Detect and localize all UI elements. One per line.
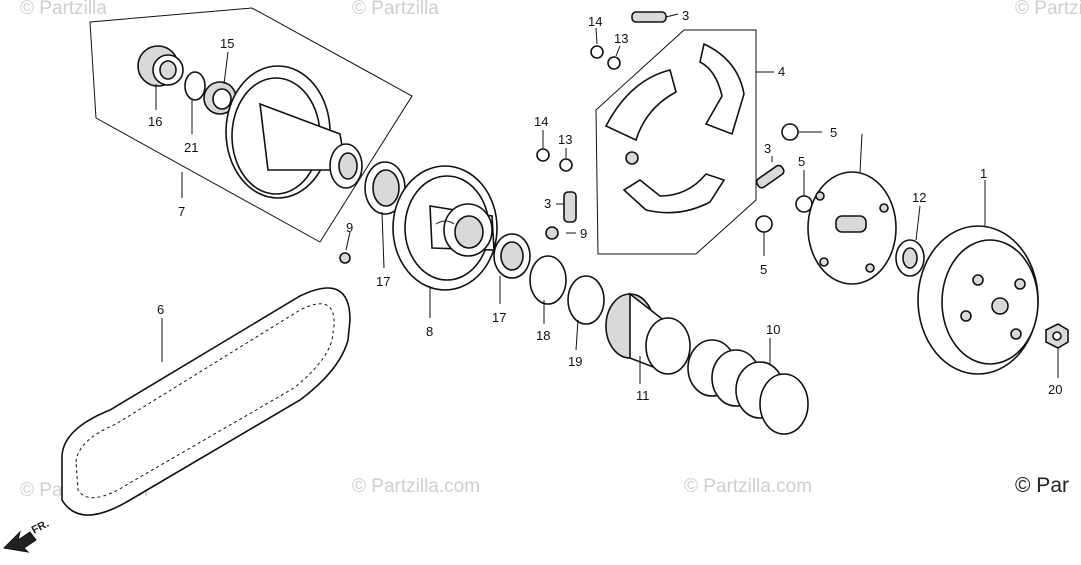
callout-14-top: 14 [588, 14, 602, 29]
callout-3-top: 3 [682, 8, 689, 23]
pin-9-lower [339, 252, 351, 264]
seal-collar-11 [605, 292, 691, 375]
callout-21: 21 [184, 140, 198, 155]
callout-1: 1 [980, 166, 987, 181]
callout-12: 12 [912, 190, 926, 205]
oil-seal-17-upper [364, 161, 406, 215]
callout-5-mid: 5 [798, 154, 805, 169]
callout-6: 6 [157, 302, 164, 317]
drive-plate-2 [807, 171, 897, 285]
callout-14-mid: 14 [534, 114, 548, 129]
o-ring-19 [567, 275, 605, 325]
callout-17-upper: 17 [376, 274, 390, 289]
nut-14-mid [536, 148, 550, 162]
watermark-bottom-center: © Partzilla.com [352, 476, 480, 497]
collar-5-top [781, 123, 799, 141]
callout-13-mid: 13 [558, 132, 572, 147]
o-ring-18 [529, 255, 567, 305]
group-outline-7 [89, 7, 413, 243]
shoe-spring-3-right [755, 164, 785, 189]
group-outline-4 [595, 29, 757, 255]
washer-13-mid [559, 158, 573, 172]
callout-18: 18 [536, 328, 550, 343]
callout-17-lower: 17 [492, 310, 506, 325]
bearing-15 [203, 81, 237, 115]
copyright-text: © Par [1015, 474, 1069, 497]
callout-9-upper: 9 [580, 226, 587, 241]
driven-face-7 [225, 65, 363, 199]
movable-driven-face-8 [392, 165, 498, 291]
callout-7: 7 [178, 204, 185, 219]
callout-8: 8 [426, 324, 433, 339]
oil-seal-17-lower [493, 233, 531, 279]
washer-13-top [607, 56, 621, 70]
direction-label: FR. [30, 518, 51, 537]
washer-12 [895, 239, 925, 277]
pin-9-upper [545, 226, 559, 240]
watermark-top-right: © Partzilla [1015, 0, 1081, 19]
watermark-top-center: © Partzilla [352, 0, 439, 19]
callout-4: 4 [778, 64, 785, 79]
callout-16: 16 [148, 114, 162, 129]
callout-13-top: 13 [614, 31, 628, 46]
collar-5-low [755, 215, 773, 233]
watermark-top-left: © Partzilla [20, 0, 107, 19]
drive-belt-6 [61, 287, 351, 516]
leader-lines [155, 13, 1059, 384]
callout-11: 11 [636, 388, 650, 403]
shoe-spring-3-mid [563, 191, 577, 223]
callout-20: 20 [1048, 382, 1062, 397]
callout-10: 10 [766, 322, 780, 337]
callout-19: 19 [568, 354, 582, 369]
callout-15: 15 [220, 36, 234, 51]
watermark-bottom-right: © Partzilla.com [684, 476, 812, 497]
driven-spring-10 [687, 339, 809, 435]
callout-3-right: 3 [764, 141, 771, 156]
callout-5-top: 5 [830, 125, 837, 140]
circlip-21 [184, 71, 206, 101]
clutch-outer-1 [917, 225, 1039, 375]
callout-3-mid: 3 [544, 196, 551, 211]
front-direction-arrow: FR. [2, 518, 51, 553]
clutch-shoes-4 [604, 42, 745, 214]
nut-14-top [590, 45, 604, 59]
callout-5-low: 5 [760, 262, 767, 277]
needle-bearing-16 [137, 45, 184, 87]
nut-20 [1045, 323, 1069, 349]
callout-9-lower: 9 [346, 220, 353, 235]
shoe-spring-3-top [631, 11, 667, 23]
